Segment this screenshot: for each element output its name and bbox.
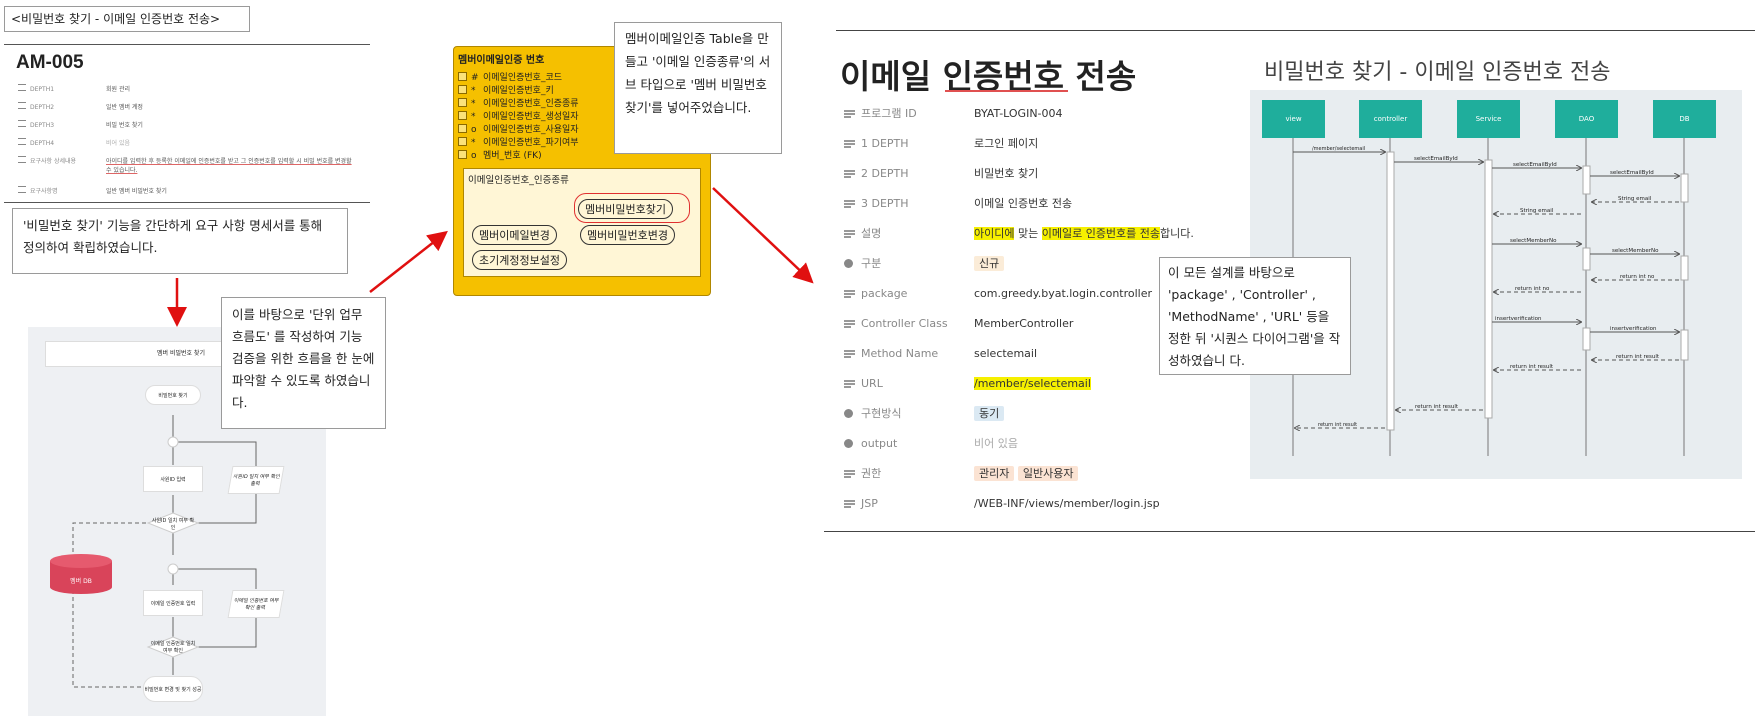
flow-node-start: 비밀번호 찾기: [145, 385, 201, 405]
actor-dao: DAO: [1555, 100, 1618, 138]
note-erd: 멤버이메일인증 Table을 만들고 '이메일 인증종류'의 서브 타입으로 '…: [614, 22, 782, 154]
status-badge: 동기: [974, 406, 1005, 421]
divider: [4, 44, 370, 45]
seq-message: return int no: [1515, 286, 1550, 292]
seq-message: selectEmailById: [1513, 162, 1557, 168]
document-title-box: <비밀번호 찾기 - 이메일 인증번호 전송>: [4, 6, 250, 32]
list-icon: [844, 290, 855, 298]
erd-column: *이메일인증번호_생성일자: [458, 109, 579, 122]
erd-subtype: 멤버비밀번호변경: [580, 225, 675, 245]
erd-subtype: 멤버비밀번호찾기: [578, 199, 673, 219]
flow-node-end: 비밀번호 변경 및 찾기 성공: [143, 676, 203, 702]
seq-message: return int result: [1415, 404, 1459, 410]
list-icon: [844, 230, 855, 238]
erd-column: #이메일인증번호_코드: [458, 70, 562, 83]
database-icon: [50, 554, 112, 594]
flow-node-input-code: 이메일 인증번호 입력: [143, 590, 203, 616]
role-badge: 일반사용자: [1017, 466, 1079, 481]
seq-message: return int no: [1620, 274, 1655, 280]
list-icon: [844, 200, 855, 208]
list-icon: [844, 110, 855, 118]
circle-icon: [844, 259, 853, 268]
seq-message: String email: [1618, 196, 1652, 202]
note-sequence: 이 모든 설계를 바탕으로 'package' , 'Controller' ,…: [1159, 257, 1351, 375]
erd-subtype-title: 이메일인증번호_인증종류: [468, 175, 569, 186]
title-underline: [945, 90, 1068, 92]
seq-message: /member/selectemail: [1312, 146, 1366, 152]
erd-subtype: 멤버이메일변경: [472, 225, 557, 245]
actor-controller: controller: [1359, 100, 1422, 138]
seq-message: selectEmailById: [1414, 156, 1458, 162]
list-icon: [844, 320, 855, 328]
list-icon: [844, 350, 855, 358]
seq-message: String email: [1520, 208, 1554, 214]
list-icon: [844, 380, 855, 388]
flow-connectors: [72, 415, 257, 688]
seq-message: return int result: [1510, 364, 1554, 370]
sequence-title: 비밀번호 찾기 - 이메일 인증번호 전송: [1264, 60, 1611, 85]
seq-message: selectEmailById: [1610, 170, 1654, 176]
requirement-code: AM-005: [16, 52, 84, 73]
flow-node-code-check: 이메일 인증번호 일치 여부 확인: [150, 641, 196, 654]
erd-subtype: 초기계정정보설정: [472, 250, 567, 270]
actor-service: Service: [1457, 100, 1520, 138]
note-requirements: '비밀번호 찾기' 기능을 간단하게 요구 사항 명세서를 통해 정의하여 확립…: [12, 208, 348, 274]
divider: [836, 30, 1755, 31]
erd-entity-title: 멤버이메일인증 번호: [458, 55, 545, 66]
list-icon: [844, 170, 855, 178]
circle-icon: [844, 439, 853, 448]
page-title: 이메일 인증번호 전송: [840, 57, 1137, 96]
seq-message: selectMemberNo: [1510, 238, 1557, 244]
erd-column: *이메일인증번호_키: [458, 83, 554, 96]
actor-db: DB: [1653, 100, 1716, 138]
divider: [824, 531, 1755, 532]
actor-view: view: [1262, 100, 1325, 138]
seq-message: return int result: [1318, 422, 1358, 428]
seq-message: selectMemberNo: [1612, 248, 1659, 254]
list-icon: [844, 470, 855, 478]
divider: [4, 202, 370, 203]
erd-column: *이메일인증번호_인증종류: [458, 96, 579, 109]
list-icon: [844, 140, 855, 148]
status-badge: 신규: [974, 256, 1005, 271]
role-badge: 관리자: [974, 466, 1015, 481]
flow-node-input-id: 사원ID 입력: [143, 466, 203, 492]
note-flowchart: 이를 바탕으로 '단위 업무 흐름도' 를 작성하여 기능 검증을 위한 흐름을…: [221, 297, 386, 429]
database-label: 멤버 DB: [70, 578, 92, 585]
erd-column: *이메일인증번호_파기여부: [458, 135, 579, 148]
seq-message: return int result: [1616, 354, 1660, 360]
highlight-circle: [574, 193, 690, 223]
seq-message: insertverification: [1610, 326, 1657, 332]
circle-icon: [844, 409, 853, 418]
list-icon: [844, 500, 855, 508]
flow-node-id-check: 사원ID 일치 여부 확인: [151, 518, 195, 531]
seq-message: insertverification: [1495, 316, 1542, 322]
